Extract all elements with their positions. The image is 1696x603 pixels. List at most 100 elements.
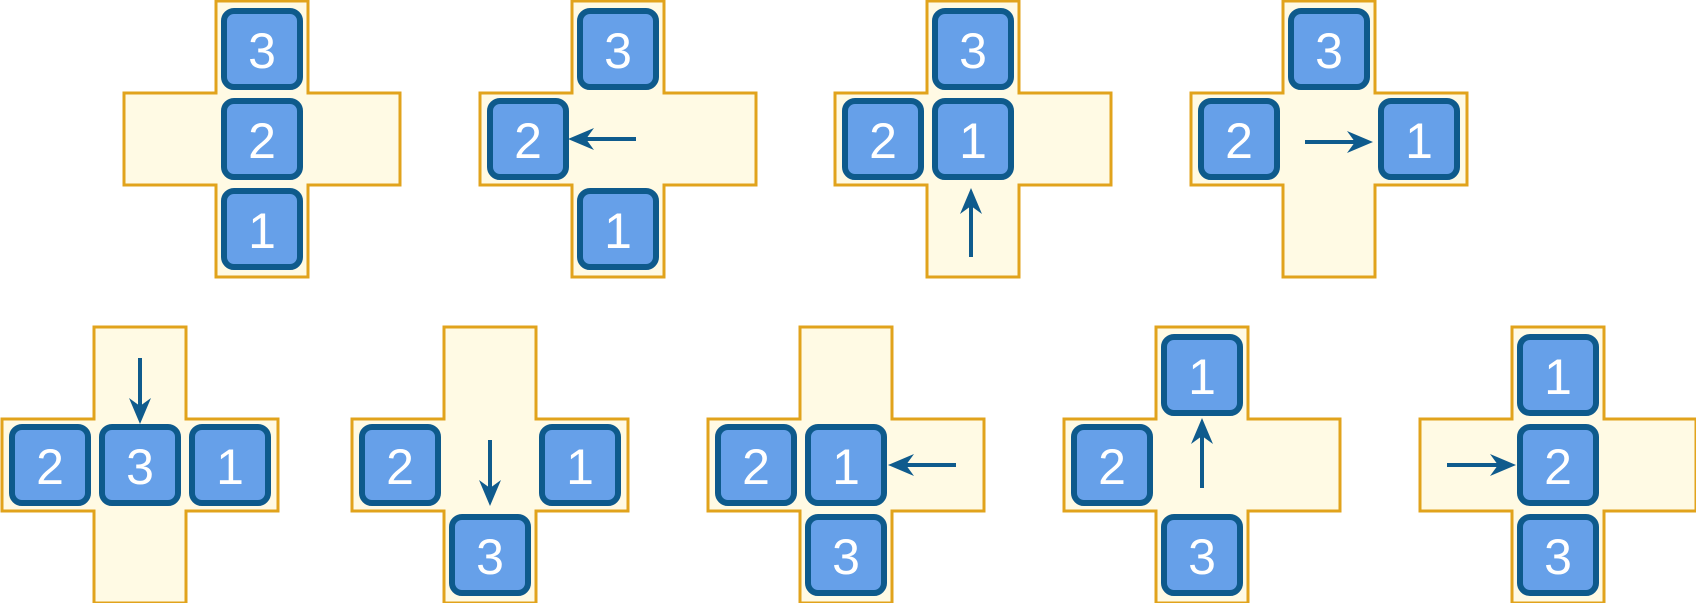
tile-number: 3 <box>959 23 987 79</box>
tile-number: 2 <box>36 439 64 495</box>
puzzle-board: 3 2 1 <box>1189 0 1469 279</box>
number-tile: 1 <box>221 188 303 270</box>
tile-square <box>932 8 1014 90</box>
move-arrow-icon <box>479 440 501 506</box>
tile-square <box>221 188 303 270</box>
tile-number: 3 <box>126 439 154 495</box>
tile-number: 2 <box>1544 439 1572 495</box>
number-tile: 3 <box>221 8 303 90</box>
arrow-head <box>568 128 594 150</box>
tile-square <box>99 424 181 506</box>
number-tile: 2 <box>1198 98 1280 180</box>
puzzle-board: 1 2 3 <box>1062 325 1342 603</box>
tile-number: 1 <box>832 439 860 495</box>
tile-number: 1 <box>1405 113 1433 169</box>
tile-square <box>449 514 531 596</box>
tile-square <box>1517 334 1599 416</box>
tile-square <box>539 424 621 506</box>
puzzle-board: 2 3 1 <box>0 325 280 603</box>
arrow-head <box>888 454 914 476</box>
move-arrow-icon <box>568 128 636 150</box>
tile-square <box>1161 514 1243 596</box>
tile-square <box>1517 514 1599 596</box>
tile-number: 3 <box>476 529 504 585</box>
number-tile: 3 <box>932 8 1014 90</box>
arrow-head <box>1490 454 1516 476</box>
arrow-head <box>129 398 151 424</box>
tile-number: 2 <box>248 113 276 169</box>
tile-square <box>221 8 303 90</box>
tile-number: 2 <box>742 439 770 495</box>
tile-number: 2 <box>1098 439 1126 495</box>
arrow-head <box>1191 418 1213 444</box>
move-arrow-icon <box>1447 454 1516 476</box>
move-arrow-icon <box>129 358 151 424</box>
tile-number: 3 <box>604 23 632 79</box>
puzzle-board: 3 2 1 <box>833 0 1113 279</box>
arrow-head <box>479 480 501 506</box>
number-tile: 3 <box>1161 514 1243 596</box>
number-tile: 1 <box>932 98 1014 180</box>
tile-square <box>189 424 271 506</box>
number-tile: 3 <box>1517 514 1599 596</box>
tile-number: 1 <box>1544 349 1572 405</box>
tile-square <box>9 424 91 506</box>
number-tile: 1 <box>805 424 887 506</box>
tile-square <box>1161 334 1243 416</box>
number-tile: 3 <box>449 514 531 596</box>
puzzle-board: 1 2 3 <box>1418 325 1696 603</box>
tile-number: 3 <box>832 529 860 585</box>
tile-number: 3 <box>248 23 276 79</box>
number-tile: 2 <box>9 424 91 506</box>
number-tile: 1 <box>1517 334 1599 416</box>
number-tile: 1 <box>577 188 659 270</box>
tile-number: 2 <box>869 113 897 169</box>
tile-square <box>1288 8 1370 90</box>
number-tile: 3 <box>1288 8 1370 90</box>
tile-number: 1 <box>566 439 594 495</box>
number-tile: 1 <box>1161 334 1243 416</box>
tile-square <box>577 8 659 90</box>
number-tile: 3 <box>805 514 887 596</box>
number-tile: 1 <box>539 424 621 506</box>
move-arrow-icon <box>1305 131 1373 153</box>
tile-square <box>221 98 303 180</box>
tile-number: 3 <box>1315 23 1343 79</box>
tile-square <box>932 98 1014 180</box>
number-tile: 2 <box>359 424 441 506</box>
tile-number: 2 <box>514 113 542 169</box>
number-tile: 2 <box>487 98 569 180</box>
number-tile: 3 <box>577 8 659 90</box>
tile-number: 2 <box>386 439 414 495</box>
move-arrow-icon <box>888 454 956 476</box>
move-arrow-icon <box>1191 418 1213 488</box>
move-arrow-icon <box>960 188 982 257</box>
tile-square <box>805 424 887 506</box>
tile-number: 2 <box>1225 113 1253 169</box>
tile-number: 3 <box>1188 529 1216 585</box>
tile-square <box>577 188 659 270</box>
tile-number: 1 <box>216 439 244 495</box>
number-tile: 1 <box>1378 98 1460 180</box>
puzzle-board: 2 1 3 <box>350 325 630 603</box>
puzzle-board: 3 2 1 <box>478 0 758 279</box>
arrow-head <box>1347 131 1373 153</box>
number-tile: 2 <box>1071 424 1153 506</box>
tile-number: 1 <box>1188 349 1216 405</box>
number-tile: 1 <box>189 424 271 506</box>
tile-number: 1 <box>604 203 632 259</box>
puzzle-board: 3 2 1 <box>122 0 402 279</box>
tile-number: 1 <box>248 203 276 259</box>
tile-number: 3 <box>1544 529 1572 585</box>
number-tile: 2 <box>221 98 303 180</box>
number-tile: 2 <box>842 98 924 180</box>
tile-square <box>1517 424 1599 506</box>
tile-square <box>1071 424 1153 506</box>
tile-square <box>842 98 924 180</box>
tile-square <box>359 424 441 506</box>
puzzle-board: 2 1 3 <box>706 325 986 603</box>
tile-number: 1 <box>959 113 987 169</box>
tile-square <box>1378 98 1460 180</box>
tile-square <box>715 424 797 506</box>
